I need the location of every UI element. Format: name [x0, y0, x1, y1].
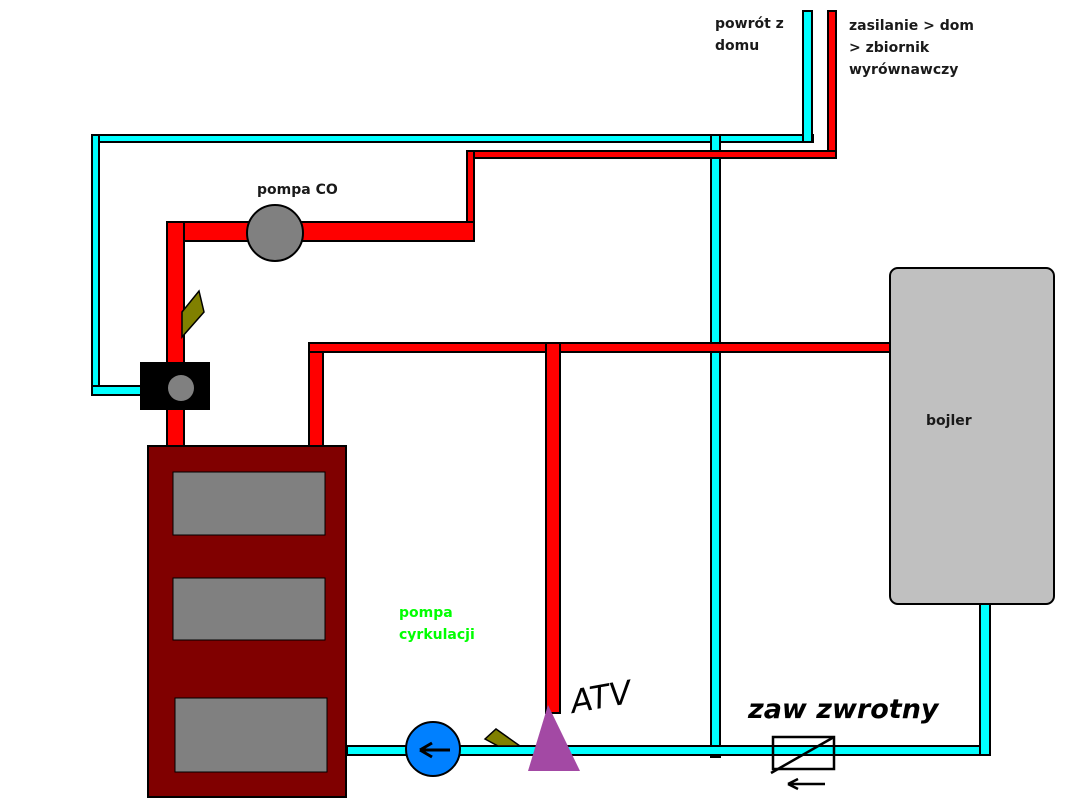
damper-icon — [181, 289, 205, 339]
supply-label: zasilanie > dom > zbiornik wyrównawczy — [849, 18, 974, 78]
cold-pipe-left — [91, 134, 100, 396]
arrow-left-icon — [419, 741, 450, 759]
hot-pipe-top — [466, 150, 837, 159]
boiler-door-top — [172, 471, 326, 536]
check-valve-icon — [771, 735, 836, 771]
tank-label: bojler — [926, 413, 972, 429]
boiler-door-bottom — [174, 697, 328, 773]
hot-pipe-dhw — [308, 342, 891, 353]
cold-pipe-middle — [710, 134, 721, 758]
return-from-house-label: powrót z domu — [715, 16, 784, 54]
cold-pipe-to-mixer — [91, 385, 143, 396]
damper-icon — [483, 728, 523, 747]
mixing-valve-knob — [168, 375, 194, 401]
check-valve-diagonal — [770, 735, 835, 775]
hot-pipe-supply-riser — [827, 10, 837, 159]
co-pump-icon — [246, 204, 304, 262]
tank — [889, 267, 1055, 605]
cold-pipe-return-riser — [802, 10, 813, 143]
cold-pipe-top — [91, 134, 814, 143]
circulation-pump-label: pompa cyrkulacji — [399, 605, 475, 643]
atv-valve-icon — [528, 705, 580, 771]
boiler-door-middle — [172, 577, 326, 641]
co-pump-label: pompa CO — [257, 182, 338, 198]
hot-pipe-co — [166, 221, 475, 242]
cold-pipe-tank-outlet — [979, 603, 991, 756]
hot-pipe-dhw-riser — [308, 342, 324, 447]
hot-pipe-atv — [545, 342, 561, 714]
check-valve-label: zaw zwrotny — [748, 694, 939, 725]
flow-arrow-icon — [787, 777, 825, 791]
